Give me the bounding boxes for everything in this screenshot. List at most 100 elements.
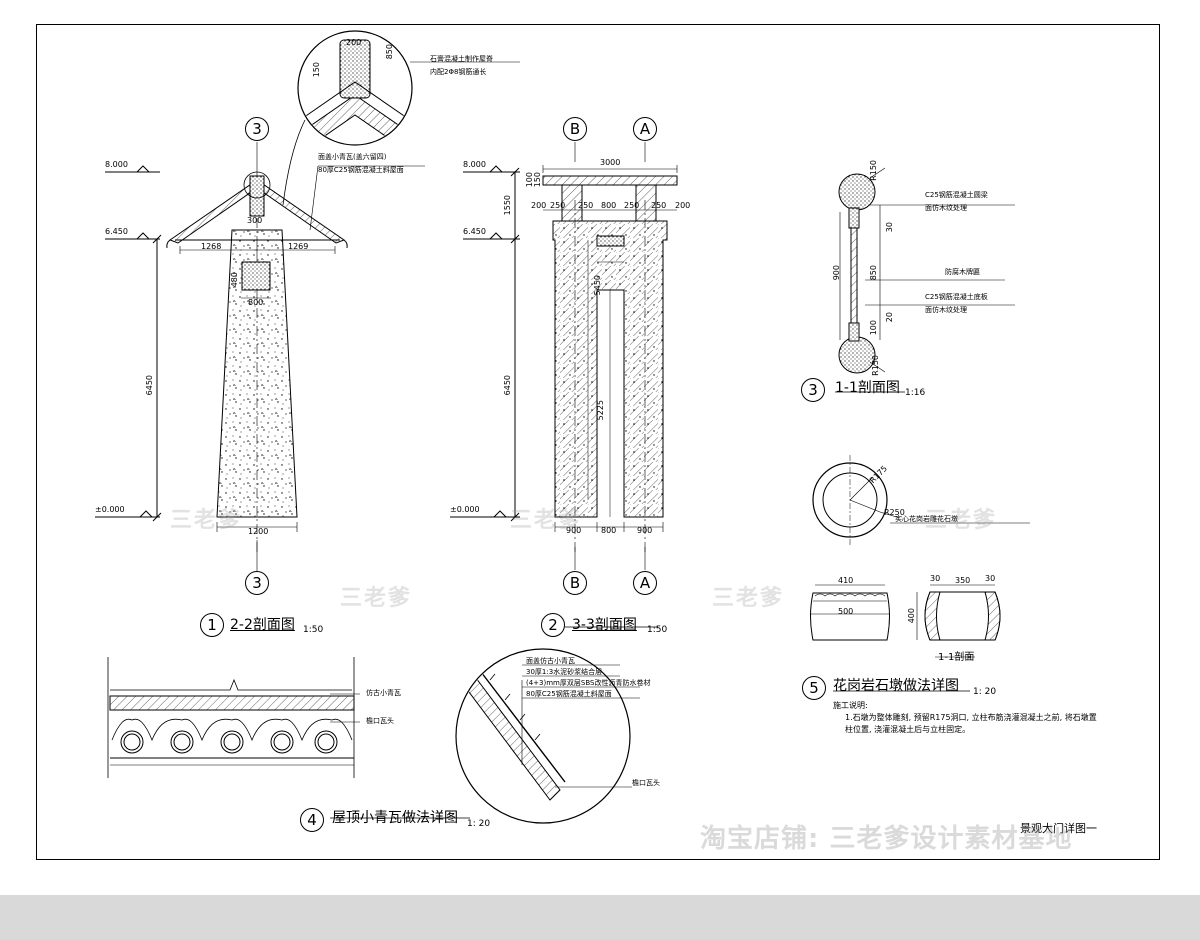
- beam-note-finish: 面仿木纹处理: [925, 204, 967, 212]
- dim-6450-v1: 6450: [145, 375, 154, 396]
- dim-850-v3: 850: [869, 265, 878, 281]
- dim-150-detail: 150: [312, 62, 321, 78]
- dim-900-left: 900: [566, 526, 582, 535]
- level-8000-v1: 8.000: [105, 160, 128, 169]
- dim-400: 400: [907, 608, 916, 624]
- view2-scale: 1:50: [647, 625, 668, 635]
- construction-note-line1: 1.石墩为整体雕刻, 预留R175洞口, 立柱布筋浇灌混凝土之前, 将石墩置: [845, 713, 1097, 722]
- dim-250-c: 250: [624, 201, 640, 210]
- dim-6450-v2: 6450: [503, 375, 512, 396]
- dim-30-left: 30: [930, 574, 941, 583]
- dim-3000: 3000: [600, 158, 621, 167]
- dim-30-right: 30: [985, 574, 996, 583]
- view3-number: 3: [801, 378, 825, 402]
- dim-850-detail: 850: [385, 44, 394, 60]
- dim-200-detail: 200: [346, 38, 362, 47]
- roof-note-2: 80厚C25钢筋混凝土斜屋面: [318, 166, 404, 174]
- dim-480: 480: [230, 272, 239, 288]
- tile-note: 仿古小青瓦: [366, 689, 401, 697]
- view3-title: 1-1剖面图: [835, 380, 900, 396]
- ridge-note-2: 内配2Φ8钢筋通长: [430, 68, 487, 76]
- axis-b-bottom-bubble: B: [563, 571, 587, 595]
- watermark-4: 三老爹: [712, 586, 785, 611]
- dim-100-v3: 100: [869, 320, 878, 336]
- view3-section-1-1: [835, 167, 1015, 393]
- pier-section-label: 1-1剖面: [938, 652, 975, 663]
- view1-scale: 1:50: [303, 625, 324, 635]
- dim-200-left: 200: [531, 201, 547, 210]
- view5-scale: 1: 20: [973, 687, 997, 697]
- level-6450-v1: 6.450: [105, 227, 128, 236]
- watermark-2: 三老爹: [510, 508, 583, 533]
- eave-layer-1: 面盖仿古小青瓦: [526, 657, 575, 665]
- dim-30-v3: 30: [885, 222, 894, 233]
- axis-a-bottom-bubble: A: [633, 571, 657, 595]
- dim-200-right: 200: [675, 201, 691, 210]
- dim-250-a: 250: [550, 201, 566, 210]
- level-zero-v2: ±0.000: [450, 505, 480, 514]
- view4-title: 屋顶小青瓦做法详图: [332, 810, 458, 826]
- slab-note-finish: 面仿木纹处理: [925, 306, 967, 314]
- dim-500: 500: [838, 607, 854, 616]
- level-8000-v2: 8.000: [463, 160, 486, 169]
- view2-section-3-3: [450, 142, 678, 570]
- pier-circle-note: 实心花岗岩雕花石墩: [895, 515, 958, 523]
- ridge-note-1: 石膏混凝土制作屋脊: [430, 55, 493, 63]
- watermark-1: 三老爹: [170, 508, 243, 533]
- axis-a-top-bubble: A: [633, 117, 657, 141]
- dim-900-right: 900: [637, 526, 653, 535]
- dim-800-bottom: 800: [601, 526, 617, 535]
- dim-800-top: 800: [601, 201, 617, 210]
- dim-410: 410: [838, 576, 854, 585]
- dim-1269: 1269: [288, 242, 309, 251]
- drawing-border: [36, 24, 1160, 860]
- view2-title: 3-3剖面图: [572, 617, 637, 633]
- axis-3-bottom-bubble: 3: [245, 571, 269, 595]
- view4-number: 4: [300, 808, 324, 832]
- dim-250-b: 250: [578, 201, 594, 210]
- dim-150-v2: 150: [533, 172, 542, 188]
- dim-5225: 5225: [596, 400, 605, 421]
- slab-note: C25钢筋混凝土底板: [925, 293, 988, 301]
- dim-r150-bottom: R150: [871, 355, 880, 376]
- eave-end-tile-note: 檐口瓦头: [632, 779, 660, 787]
- beam-note: C25钢筋混凝土圆梁: [925, 191, 988, 199]
- watermark-shop: 淘宝店铺: 三老爹设计素材基地: [700, 824, 1073, 854]
- drawing-sheet: 8.000 6.450 ±0.000 6450 1268 1269 300 48…: [0, 0, 1200, 895]
- axis-3-top-bubble: 3: [245, 117, 269, 141]
- dim-r250: R250: [884, 508, 905, 517]
- view5-granite-base: [810, 455, 1030, 692]
- roof-note-1: 面盖小青瓦(盖六留四): [318, 153, 387, 161]
- dim-20-v3: 20: [885, 312, 894, 323]
- view1-number: 1: [200, 613, 224, 637]
- dim-900-v3: 900: [832, 265, 841, 281]
- dim-1268: 1268: [201, 242, 222, 251]
- dim-300: 300: [247, 216, 263, 225]
- eave-layer-2: 30厚1:3水泥砂浆结合层: [526, 668, 603, 676]
- level-zero-v1: ±0.000: [95, 505, 125, 514]
- view5-number: 5: [802, 676, 826, 700]
- eave-tile-note: 檐口瓦头: [366, 717, 394, 725]
- construction-notes-title: 施工说明:: [833, 701, 868, 710]
- view3-scale: 1:16: [905, 388, 926, 398]
- eave-layer-3: (4+3)mm厚双层SBS改性沥青防水卷材: [526, 679, 651, 687]
- dim-250-d: 250: [651, 201, 667, 210]
- eave-layer-4: 80厚C25钢筋混凝土斜屋面: [526, 690, 612, 698]
- axis-b-top-bubble: B: [563, 117, 587, 141]
- watermark-5: 三老爹: [925, 508, 998, 533]
- plaque-note: 防腐木牌匾: [945, 268, 980, 276]
- view1-title: 2-2剖面图: [230, 617, 295, 633]
- cad-linework: [95, 30, 1030, 824]
- dim-5450: 5450: [593, 275, 602, 296]
- view2-number: 2: [541, 613, 565, 637]
- dim-1550: 1550: [503, 195, 512, 216]
- level-6450-v2: 6.450: [463, 227, 486, 236]
- view5-title: 花岗岩石墩做法详图: [833, 678, 959, 694]
- watermark-3: 三老爹: [340, 586, 413, 611]
- dim-1200: 1200: [248, 527, 269, 536]
- dim-800-v1: 800: [248, 298, 264, 307]
- view1-section-2-2: [95, 30, 520, 571]
- dim-350: 350: [955, 576, 971, 585]
- sheet-title: 景观大门详图一: [1020, 822, 1097, 835]
- dim-r150-top: R150: [869, 160, 878, 181]
